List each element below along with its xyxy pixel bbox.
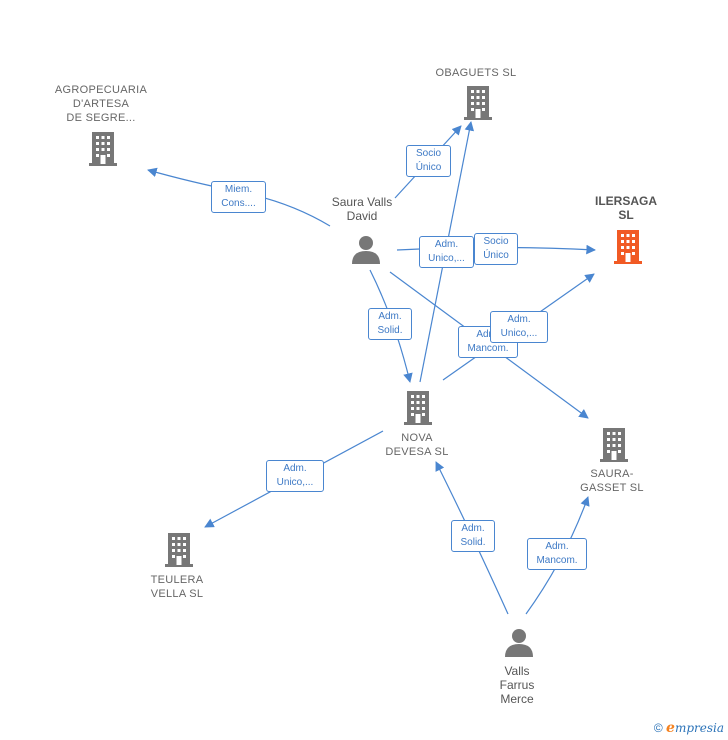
edge-badge-socio-unico-obaguets[interactable]: Socio Único (406, 145, 451, 177)
node-label-teulera: TEULERA VELLA SL (150, 574, 204, 600)
edge-badge-adm-mancom-valls-gasset[interactable]: Adm. Mancom. (527, 538, 587, 570)
edge-badge-adm-unico-teulera[interactable]: Adm. Unico,... (266, 460, 324, 492)
building-icon[interactable] (402, 391, 434, 425)
brand-logo-letter: e (666, 720, 675, 736)
node-label-saura-gasset: SAURA- GASSET SL (580, 468, 644, 494)
edge-badge-miem-cons[interactable]: Miem. Cons.... (211, 181, 266, 213)
edge-badge-adm-unico-ilersaga[interactable]: Adm. Unico,... (419, 236, 474, 268)
building-icon[interactable] (87, 132, 119, 166)
node-label-agropecuaria: AGROPECUARIA D'ARTESA DE SEGRE... (54, 84, 148, 124)
brand-footer: © empresia (654, 720, 724, 736)
node-label-valls-farrus: Valls Farrus Merce (499, 664, 535, 706)
node-label-ilersaga: ILERSAGA SL (594, 194, 657, 222)
person-icon[interactable] (350, 234, 382, 266)
building-icon-highlighted[interactable] (612, 230, 644, 264)
copyright-icon: © (653, 721, 663, 735)
person-icon[interactable] (503, 627, 535, 659)
brand-logo-text: mpresia (674, 721, 724, 735)
building-icon[interactable] (462, 86, 494, 120)
building-icon[interactable] (163, 533, 195, 567)
node-label-saura-valls: Saura Valls David (331, 195, 393, 223)
edge-badge-adm-solid-valls-nova[interactable]: Adm. Solid. (451, 520, 495, 552)
building-icon[interactable] (598, 428, 630, 462)
edge-badge-adm-unico-nova-ilersaga[interactable]: Adm. Unico,... (490, 311, 548, 343)
edge-badge-adm-solid-nova[interactable]: Adm. Solid. (368, 308, 412, 340)
edge-badge-socio-unico-ilersaga[interactable]: Socio Único (474, 233, 518, 265)
node-label-nova-devesa: NOVA DEVESA SL (385, 432, 449, 458)
node-label-obaguets: OBAGUETS SL (435, 67, 517, 79)
